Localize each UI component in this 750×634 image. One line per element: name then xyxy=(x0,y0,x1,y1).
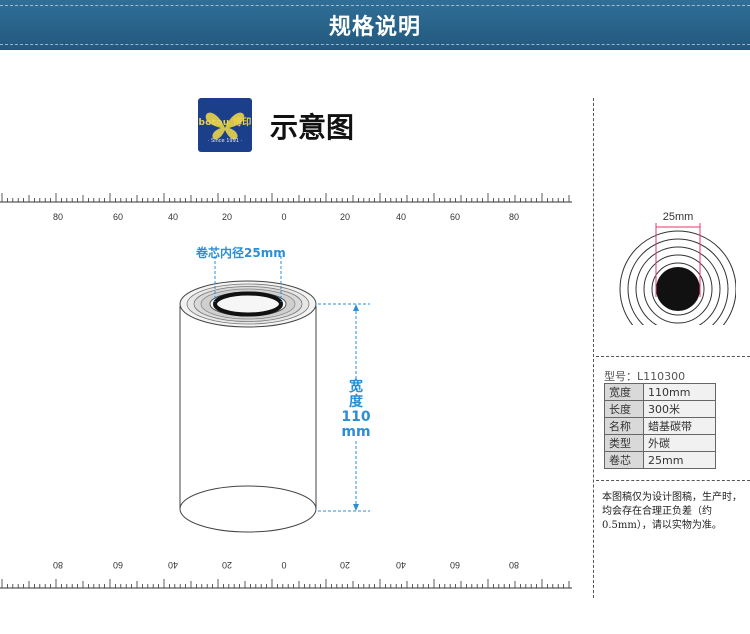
horizontal-divider xyxy=(596,356,750,357)
butterfly-icon xyxy=(205,112,245,140)
width-label-line: 度 xyxy=(349,394,363,410)
ruler-label: 60 xyxy=(113,560,123,570)
core-diameter-label: 卷芯内径25mm xyxy=(196,246,286,260)
width-label-line: 宽 xyxy=(349,379,363,395)
roll-side-view: 25mm xyxy=(619,211,736,325)
table-row: 卷芯 25mm xyxy=(604,451,716,469)
banner-title: 规格说明 xyxy=(328,15,421,40)
logo-brand-text: botou 博印 xyxy=(198,118,252,128)
ruler-label: 20 xyxy=(340,212,350,222)
spec-key: 类型 xyxy=(604,434,644,452)
ruler-top: 80 60 40 20 0 20 40 60 80 xyxy=(0,193,572,222)
spec-value: 300米 xyxy=(643,400,716,418)
ruler-label: 20 xyxy=(222,560,232,570)
spec-value: 110mm xyxy=(643,383,716,401)
ruler-label: 80 xyxy=(53,212,63,222)
spec-table: 宽度 110mm 长度 300米 名称 蜡基碳带 类型 外碳 卷芯 25mm xyxy=(604,383,716,469)
logo-since-text: · Since 1991 · xyxy=(207,138,243,144)
spec-value: 外碳 xyxy=(643,434,716,452)
ruler-label: 40 xyxy=(396,560,406,570)
ruler-bottom: 80 60 40 20 0 20 40 60 80 xyxy=(0,560,572,589)
table-row: 类型 外碳 xyxy=(604,434,716,452)
ruler-label: 80 xyxy=(53,560,63,570)
header-banner: 规格说明 xyxy=(0,0,750,50)
width-label: 宽 度 110 mm xyxy=(337,380,375,440)
ruler-label: 80 xyxy=(509,212,519,222)
spec-value: 25mm xyxy=(643,451,716,469)
spec-key: 长度 xyxy=(604,400,644,418)
width-label-line: 110 xyxy=(341,409,371,425)
brand-logo: botou 博印 · Since 1991 · xyxy=(198,98,252,152)
table-row: 宽度 110mm xyxy=(604,383,716,401)
spec-key: 宽度 xyxy=(604,383,644,401)
ruler-label: 20 xyxy=(222,212,232,222)
spec-key: 卷芯 xyxy=(604,451,644,469)
ruler-label: 40 xyxy=(168,560,178,570)
side-core-label: 25mm xyxy=(663,211,694,223)
spec-value: 蜡基碳带 xyxy=(643,417,716,435)
ruler-label: 40 xyxy=(168,212,178,222)
section-title: 示意图 xyxy=(270,111,355,144)
table-row: 长度 300米 xyxy=(604,400,716,418)
ruler-label: 60 xyxy=(113,212,123,222)
ruler-label: 60 xyxy=(450,560,460,570)
spec-key: 名称 xyxy=(604,417,644,435)
ruler-label: 80 xyxy=(509,560,519,570)
ribbon-roll-diagram xyxy=(179,256,370,533)
horizontal-divider xyxy=(596,480,750,481)
vertical-divider xyxy=(593,98,594,598)
disclaimer-note: 本图稿仅为设计图稿，生产时，均会存在合理正负差（约0.5mm），请以实物为准。 xyxy=(602,492,742,531)
width-label-line: mm xyxy=(341,424,371,440)
model-number: 型号：L110300 xyxy=(604,370,686,383)
table-row: 名称 蜡基碳带 xyxy=(604,417,716,435)
ruler-label: 60 xyxy=(450,212,460,222)
ruler-label: 0 xyxy=(281,560,286,570)
ruler-label: 20 xyxy=(340,560,350,570)
ruler-label: 40 xyxy=(396,212,406,222)
ruler-label: 0 xyxy=(281,212,286,222)
